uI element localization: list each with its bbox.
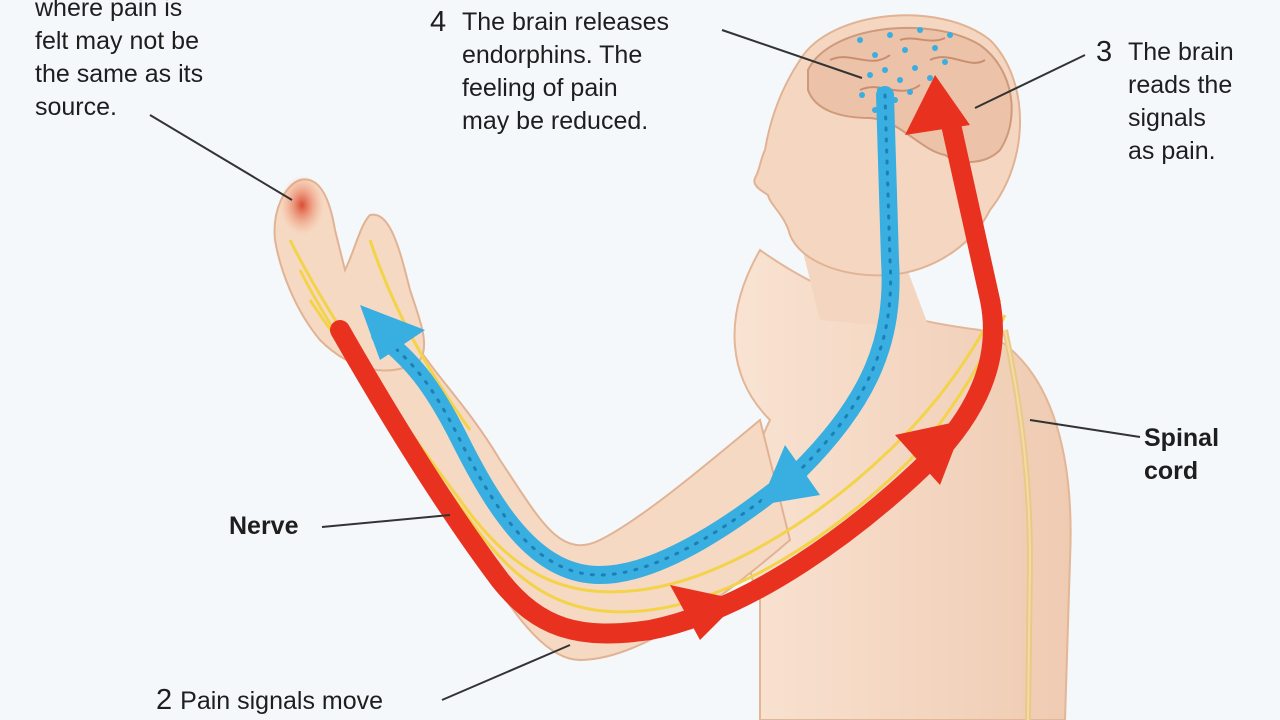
pain-arrowhead-brain — [905, 75, 970, 135]
pain-arrowhead-shoulder — [895, 420, 965, 485]
step-4-line-3: feeling of pain — [462, 74, 618, 102]
step-3-number: 3 — [1096, 36, 1113, 68]
leader-lines — [149, 29, 1141, 701]
endorphin-dots — [378, 93, 893, 577]
step-2-text: Pain signals move — [180, 687, 384, 715]
step-3-line-1: The brain — [1128, 38, 1234, 66]
step-1-label: where pain is felt may not be the same a… — [35, 0, 203, 124]
step-3-line-4: as pain. — [1128, 137, 1216, 165]
endorphin-release-dots — [857, 27, 953, 113]
step-1-line-3: the same as its — [35, 60, 204, 88]
step-4-number: 4 — [430, 6, 447, 38]
step-1-line-4: source. — [35, 93, 117, 121]
endorphin-arrowhead-elbow — [760, 445, 820, 505]
spinal-cord-line-1: Spinal — [1144, 424, 1220, 452]
step-1-line-1: where pain is — [35, 0, 183, 22]
step-2-number: 2 — [156, 684, 173, 716]
spinal-cord-line-2: cord — [1144, 457, 1199, 485]
nerve-label: Nerve — [229, 512, 299, 540]
step-3-line-2: reads the — [1128, 71, 1233, 99]
step-1-line-2: felt may not be — [35, 27, 199, 55]
pain-signal-path — [330, 110, 1003, 644]
endorphin-arrowhead-hand — [360, 305, 425, 360]
step-3-line-3: signals — [1128, 104, 1206, 132]
step-4-line-2: endorphins. The — [462, 41, 643, 69]
pain-source-glow — [280, 175, 324, 235]
step-3-label: 3 The brain reads the signals as pain. — [1096, 36, 1234, 168]
step-4-line-4: may be reduced. — [462, 107, 649, 135]
spinal-cord-label: Spinal cord — [1144, 422, 1219, 488]
step-4-line-1: The brain releases — [462, 8, 670, 36]
pain-arrowhead-forearm — [670, 585, 740, 640]
step-4-label: 4 The brain releases endorphins. The fee… — [430, 6, 669, 138]
